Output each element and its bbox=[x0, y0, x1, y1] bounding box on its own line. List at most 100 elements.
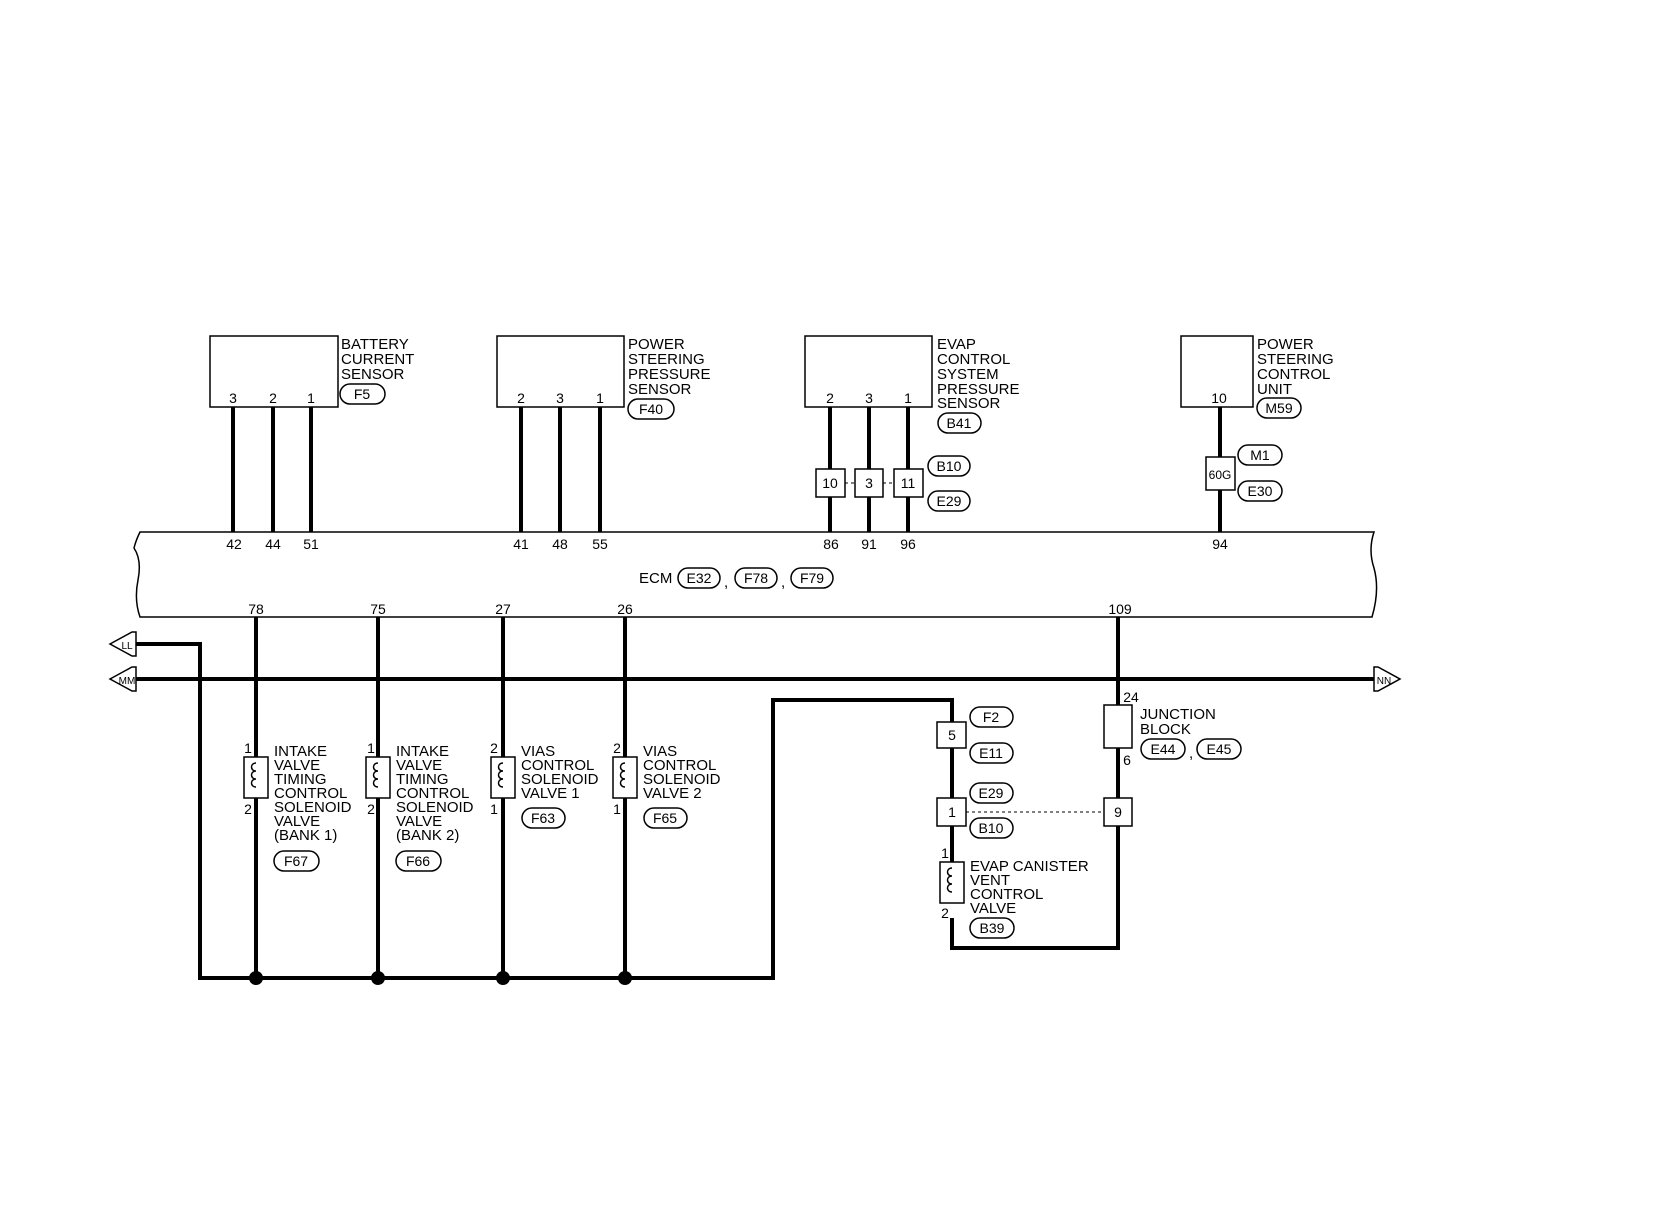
inline-connector-e29-b10: 1 9 E29 B10 bbox=[936, 782, 1133, 839]
component-label: VALVE 1 bbox=[521, 785, 580, 802]
separator-comma: , bbox=[724, 574, 728, 591]
connector-label: F67 bbox=[284, 853, 308, 869]
ecm-pin: 94 bbox=[1212, 536, 1228, 552]
connector-label: E45 bbox=[1207, 741, 1232, 757]
component-label: TIMING bbox=[274, 771, 327, 788]
pin-label: 1 bbox=[307, 390, 315, 406]
component-label: STEERING bbox=[1257, 351, 1334, 368]
ecm-pin: 41 bbox=[513, 536, 529, 552]
page-ref-right: NN bbox=[1373, 666, 1402, 692]
pin-label: 2 bbox=[367, 801, 375, 817]
ecm-pin: 91 bbox=[861, 536, 877, 552]
component-label: VENT bbox=[970, 872, 1010, 889]
component-label: JUNCTION bbox=[1140, 706, 1216, 723]
inline-connector-m1-e30: 60G M1 E30 bbox=[1205, 444, 1283, 502]
component-label: SENSOR bbox=[937, 395, 1001, 412]
connector-label: F79 bbox=[800, 570, 824, 586]
component-label: CONTROL bbox=[643, 757, 716, 774]
component-label: POWER bbox=[628, 336, 685, 353]
ecm-pin: 44 bbox=[265, 536, 281, 552]
component-label: VALVE bbox=[274, 813, 320, 830]
sensor-wires bbox=[231, 407, 1222, 532]
separator-comma: , bbox=[781, 574, 785, 591]
pin-label: 10 bbox=[1211, 390, 1227, 406]
ecm-pin: 86 bbox=[823, 536, 839, 552]
component-label: VIAS bbox=[643, 743, 677, 760]
connector-label: B41 bbox=[947, 415, 972, 431]
connector-label: E30 bbox=[1248, 483, 1273, 499]
ecm-pin: 109 bbox=[1108, 601, 1132, 617]
component-label: BLOCK bbox=[1140, 721, 1191, 738]
connector-label: E29 bbox=[937, 493, 962, 509]
component-label: CONTROL bbox=[274, 785, 347, 802]
component-label: STEERING bbox=[628, 351, 705, 368]
power-steering-pressure-sensor: 2 3 1 POWER STEERING PRESSURE SENSOR F40 bbox=[496, 335, 711, 420]
evap-canister-vent-control-valve: 1 2 EVAP CANISTER VENT CONTROL VALVE B39 bbox=[939, 845, 1089, 939]
connector-label: E11 bbox=[979, 745, 1003, 761]
page-ref-label: LL bbox=[121, 641, 133, 652]
component-label: EVAP bbox=[937, 336, 976, 353]
component-label: SOLENOID bbox=[643, 771, 721, 788]
component-label: CONTROL bbox=[1257, 366, 1330, 383]
pin-label: 6 bbox=[1123, 752, 1131, 768]
vias-solenoid-valve-2: 2 1 VIAS CONTROL SOLENOID VALVE 2 F65 bbox=[612, 740, 721, 829]
pin-label: 1 bbox=[613, 801, 621, 817]
pin-label: 3 bbox=[229, 390, 237, 406]
connector-label: E44 bbox=[1151, 741, 1176, 757]
pin-label: 2 bbox=[826, 390, 834, 406]
pin-label: 5 bbox=[948, 727, 956, 743]
ecm-pin: 55 bbox=[592, 536, 608, 552]
component-label: SYSTEM bbox=[937, 366, 999, 383]
pin-label: 1 bbox=[490, 801, 498, 817]
pin-label: 2 bbox=[517, 390, 525, 406]
pin-label: 60G bbox=[1209, 468, 1232, 482]
component-label: CONTROL bbox=[970, 886, 1043, 903]
evap-control-system-pressure-sensor: 2 3 1 EVAP CONTROL SYSTEM PRESSURE SENSO… bbox=[804, 335, 1020, 434]
ecm-pin: 27 bbox=[495, 601, 511, 617]
component-label: SOLENOID bbox=[396, 799, 474, 816]
component-label: SOLENOID bbox=[521, 771, 599, 788]
inline-connector-b10-e29: 10 3 11 B10 E29 bbox=[815, 455, 971, 512]
connector-label: F5 bbox=[354, 386, 371, 402]
connector-label: M59 bbox=[1265, 400, 1292, 416]
junction-block: 24 6 JUNCTION BLOCK E44 , E45 bbox=[1103, 689, 1242, 768]
component-label: SOLENOID bbox=[274, 799, 352, 816]
splice-points bbox=[249, 971, 632, 985]
connector-label: F65 bbox=[653, 810, 677, 826]
component-label: CONTROL bbox=[521, 757, 594, 774]
connector-label: M1 bbox=[1250, 447, 1270, 463]
component-label: TIMING bbox=[396, 771, 449, 788]
pin-label: 2 bbox=[269, 390, 277, 406]
connector-label: F66 bbox=[406, 853, 430, 869]
pin-label: 1 bbox=[941, 845, 949, 861]
pin-label: 2 bbox=[613, 740, 621, 756]
connector-label: B10 bbox=[937, 458, 962, 474]
component-label: VALVE bbox=[396, 757, 442, 774]
connector-label: F78 bbox=[744, 570, 768, 586]
component-label: SENSOR bbox=[341, 366, 405, 383]
component-label: SENSOR bbox=[628, 381, 692, 398]
pin-label: 9 bbox=[1114, 804, 1122, 820]
pin-label: 11 bbox=[901, 475, 916, 491]
component-label: INTAKE bbox=[396, 743, 449, 760]
pin-label: 3 bbox=[865, 475, 873, 491]
pin-label: 1 bbox=[948, 804, 956, 820]
ecm-pin: 48 bbox=[552, 536, 568, 552]
pin-label: 2 bbox=[490, 740, 498, 756]
component-label: VALVE bbox=[970, 900, 1016, 917]
vias-solenoid-valve-1: 2 1 VIAS CONTROL SOLENOID VALVE 1 F63 bbox=[490, 740, 599, 829]
component-label: CONTROL bbox=[937, 351, 1010, 368]
component-label: VALVE bbox=[274, 757, 320, 774]
ecm-pin: 51 bbox=[303, 536, 319, 552]
separator-comma: , bbox=[1189, 745, 1193, 762]
ivt-solenoid-bank2: 1 2 INTAKE VALVE TIMING CONTROL SOLENOID… bbox=[365, 740, 474, 872]
inline-connector-f2-e11: 5 F2 E11 bbox=[936, 706, 1014, 764]
page-ref-left-upper: LL bbox=[108, 631, 137, 657]
pin-label: 2 bbox=[244, 801, 252, 817]
component-label: CONTROL bbox=[396, 785, 469, 802]
pin-label: 3 bbox=[556, 390, 564, 406]
component-label: PRESSURE bbox=[937, 381, 1020, 398]
power-steering-control-unit: 10 POWER STEERING CONTROL UNIT M59 bbox=[1180, 335, 1334, 419]
component-label: UNIT bbox=[1257, 381, 1292, 398]
